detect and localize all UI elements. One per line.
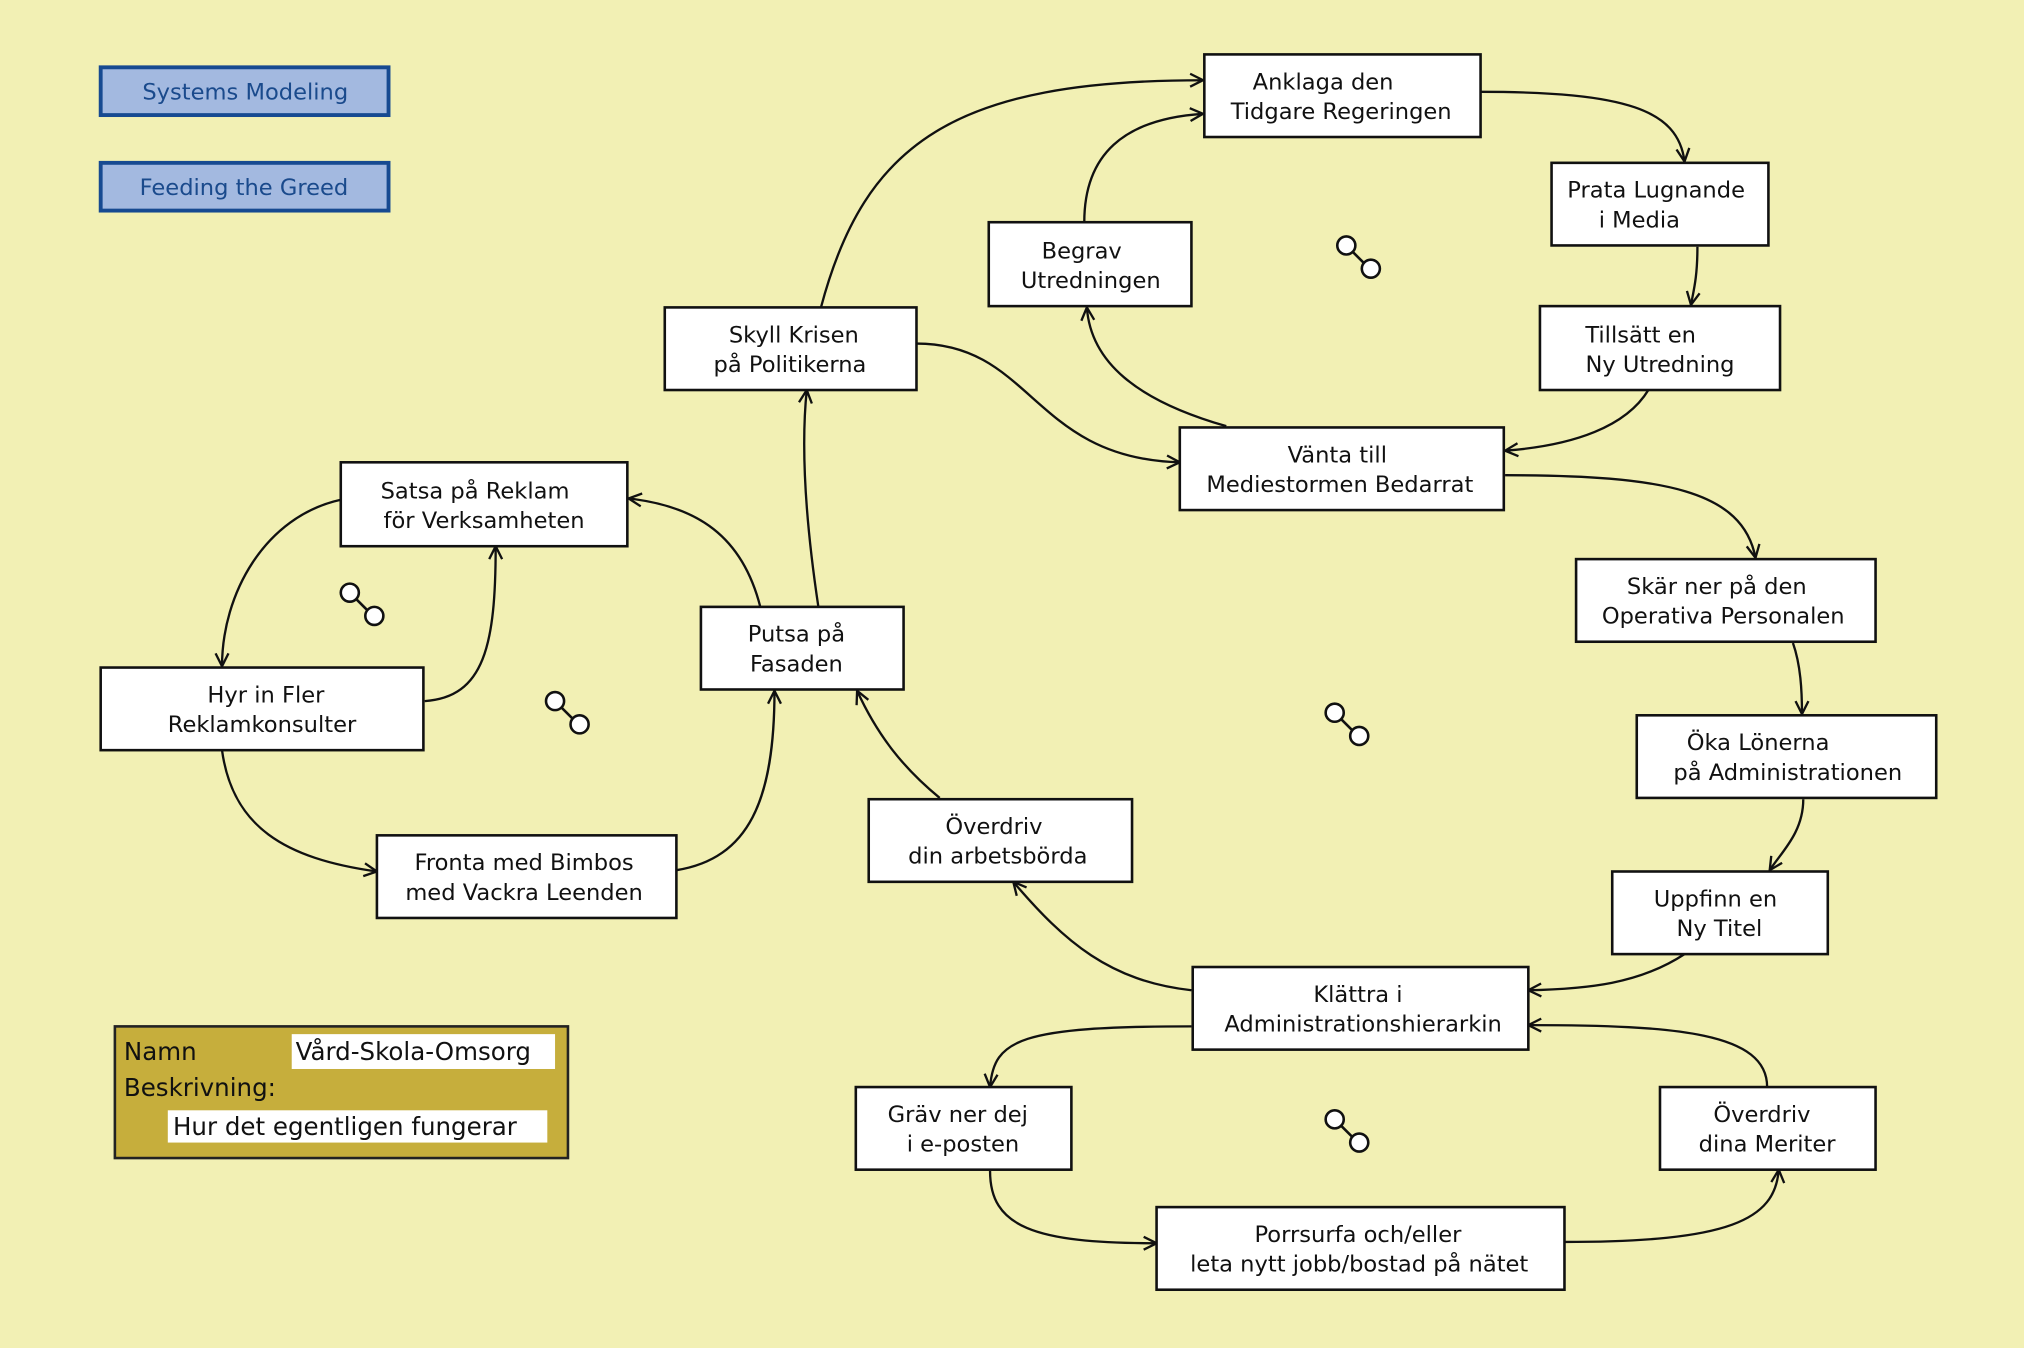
node-oka-line1: Öka Lönerna	[1687, 728, 1830, 756]
link-putsa-skyll[interactable]	[804, 390, 820, 608]
node-uppfinn-line1: Uppfinn en	[1654, 886, 1777, 912]
node-klattra[interactable]: Klättra i Administrationshierarkin	[1191, 965, 1530, 1051]
link-uppfinn-klattra[interactable]	[1528, 953, 1686, 990]
link-hyr-fronta[interactable]	[220, 750, 377, 871]
link-vanta-skar[interactable]	[1505, 474, 1755, 558]
node-skyll-line1: Skyll Krisen	[729, 322, 859, 348]
node-putsa-line2: Fasaden	[750, 651, 843, 677]
node-skar-line1: Skär ner på den	[1627, 572, 1807, 600]
legend-description-value: Hur det egentligen fungerar	[173, 1112, 518, 1141]
node-tillsatt-line2: Ny Utredning	[1585, 352, 1734, 378]
node-begrav[interactable]: Begrav Utredningen	[987, 220, 1193, 308]
link-fronta-putsa[interactable]	[676, 691, 774, 872]
node-prata-line2: i Media	[1599, 207, 1680, 233]
node-begrav-line2: Utredningen	[1021, 268, 1161, 294]
systems-modeling-button[interactable]: Systems Modeling	[98, 65, 391, 118]
node-prata-line1: Prata Lugnande	[1567, 178, 1745, 204]
node-grav-line1: Gräv ner dej	[888, 1102, 1028, 1128]
node-overdriv-meriter[interactable]: Överdriv dina Meriter	[1658, 1085, 1877, 1171]
node-putsa-line1: Putsa på	[748, 620, 845, 648]
link-grav-porr[interactable]	[988, 1170, 1157, 1243]
node-grav[interactable]: Gräv ner dej i e-posten	[854, 1085, 1073, 1171]
links	[222, 80, 1803, 1243]
link-anklaga-prata[interactable]	[1480, 90, 1685, 162]
node-porr-line1: Porrsurfa och/eller	[1255, 1222, 1463, 1248]
node-overdriv-arbetsborda[interactable]: Överdriv din arbetsbörda	[867, 797, 1134, 884]
loop-marker-icon[interactable]	[1335, 235, 1382, 280]
node-fronta-line1: Fronta med Bimbos	[414, 850, 633, 876]
link-skyll-vanta[interactable]	[916, 342, 1179, 463]
node-overdriv-mer-line1: Överdriv	[1713, 1100, 1810, 1128]
node-anklaga-line1: Anklaga den	[1253, 69, 1394, 95]
node-porr-line2: leta nytt jobb/bostad på nätet	[1190, 1250, 1528, 1278]
node-oka-line2: på Administrationen	[1673, 758, 1902, 786]
systems-modeling-label: Systems Modeling	[142, 80, 348, 106]
node-grav-line2: i e-posten	[907, 1132, 1019, 1158]
link-satsa-hyr[interactable]	[222, 498, 342, 667]
node-skar[interactable]: Skär ner på den Operativa Personalen	[1574, 557, 1877, 644]
node-skyll[interactable]: Skyll Krisen på Politikerna	[663, 306, 918, 392]
link-vanta-begrav[interactable]	[1087, 307, 1227, 428]
node-tillsatt[interactable]: Tillsätt en Ny Utredning	[1538, 304, 1782, 392]
link-putsa-satsa[interactable]	[629, 498, 762, 608]
node-anklaga-line2: Tidgare Regeringen	[1230, 99, 1452, 125]
node-skyll-line2: på Politikerna	[714, 350, 867, 378]
legend-name-value: Vård-Skola-Omsorg	[296, 1037, 531, 1066]
node-anklaga[interactable]: Anklaga den Tidgare Regeringen	[1203, 53, 1482, 139]
node-hyr-line1: Hyr in Fler	[207, 682, 325, 708]
node-fronta-line2: med Vackra Leenden	[405, 880, 643, 906]
link-oka-uppfinn[interactable]	[1770, 799, 1805, 870]
node-uppfinn-line2: Ny Titel	[1676, 916, 1762, 942]
link-overdriv-meriter-klattra[interactable]	[1528, 1025, 1769, 1088]
legend-box: Namn Vård-Skola-Omsorg Beskrivning: Hur …	[113, 1025, 570, 1160]
node-begrav-line1: Begrav	[1042, 238, 1122, 264]
link-skar-oka[interactable]	[1791, 642, 1802, 714]
node-klattra-line2: Administrationshierarkin	[1224, 1012, 1502, 1038]
node-satsa-line2: för Verksamheten	[384, 508, 585, 534]
loop-marker-icon[interactable]	[544, 690, 590, 735]
node-satsa[interactable]: Satsa på Reklam för Verksamheten	[339, 461, 629, 548]
link-overdriv-arb-putsa[interactable]	[857, 691, 941, 799]
node-tillsatt-line1: Tillsätt en	[1584, 322, 1696, 348]
node-hyr[interactable]: Hyr in Fler Reklamkonsulter	[99, 666, 425, 752]
link-tillsatt-vanta[interactable]	[1505, 389, 1650, 451]
link-klattra-grav[interactable]	[990, 1025, 1192, 1087]
legend-description-label: Beskrivning:	[124, 1073, 276, 1102]
node-klattra-line1: Klättra i	[1313, 982, 1402, 1008]
node-vanta-line1: Vänta till	[1288, 442, 1387, 468]
legend-name-field[interactable]	[291, 1034, 556, 1069]
link-porr-overdriv-meriter[interactable]	[1564, 1170, 1778, 1244]
loop-marker-icon[interactable]	[339, 582, 385, 627]
legend-description-field[interactable]	[167, 1110, 548, 1143]
node-porrsurfa[interactable]: Porrsurfa och/eller leta nytt jobb/bosta…	[1155, 1205, 1566, 1292]
feeding-the-greed-button[interactable]: Feeding the Greed	[98, 160, 391, 213]
feeding-the-greed-label: Feeding the Greed	[140, 175, 349, 201]
node-vanta[interactable]: Vänta till Mediestormen Bedarrat	[1178, 426, 1506, 512]
link-begrav-anklaga[interactable]	[1083, 114, 1203, 223]
node-overdriv-mer-line2: dina Meriter	[1699, 1132, 1837, 1158]
node-fronta[interactable]: Fronta med Bimbos med Vackra Leenden	[375, 834, 678, 920]
node-satsa-line1: Satsa på Reklam	[381, 476, 570, 504]
link-skyll-anklaga[interactable]	[819, 80, 1203, 308]
node-oka[interactable]: Öka Lönerna på Administrationen	[1635, 714, 1938, 800]
node-hyr-line2: Reklamkonsulter	[168, 712, 357, 738]
loop-marker-icon[interactable]	[1324, 702, 1370, 747]
node-putsa[interactable]: Putsa på Fasaden	[699, 605, 905, 691]
link-prata-tillsatt[interactable]	[1691, 246, 1697, 305]
loop-marker-icon[interactable]	[1324, 1109, 1370, 1153]
legend-name-label: Namn	[124, 1037, 197, 1066]
node-vanta-line2: Mediestormen Bedarrat	[1206, 472, 1473, 498]
node-skar-line2: Operativa Personalen	[1602, 604, 1845, 630]
node-overdriv-arb-line1: Överdriv	[945, 812, 1042, 840]
link-hyr-satsa[interactable]	[424, 546, 496, 703]
node-uppfinn[interactable]: Uppfinn en Ny Titel	[1610, 870, 1830, 956]
link-klattra-overdriv-arb[interactable]	[1013, 882, 1192, 992]
node-overdriv-arb-line2: din arbetsbörda	[908, 844, 1087, 870]
node-prata[interactable]: Prata Lugnande i Media	[1550, 161, 1770, 247]
